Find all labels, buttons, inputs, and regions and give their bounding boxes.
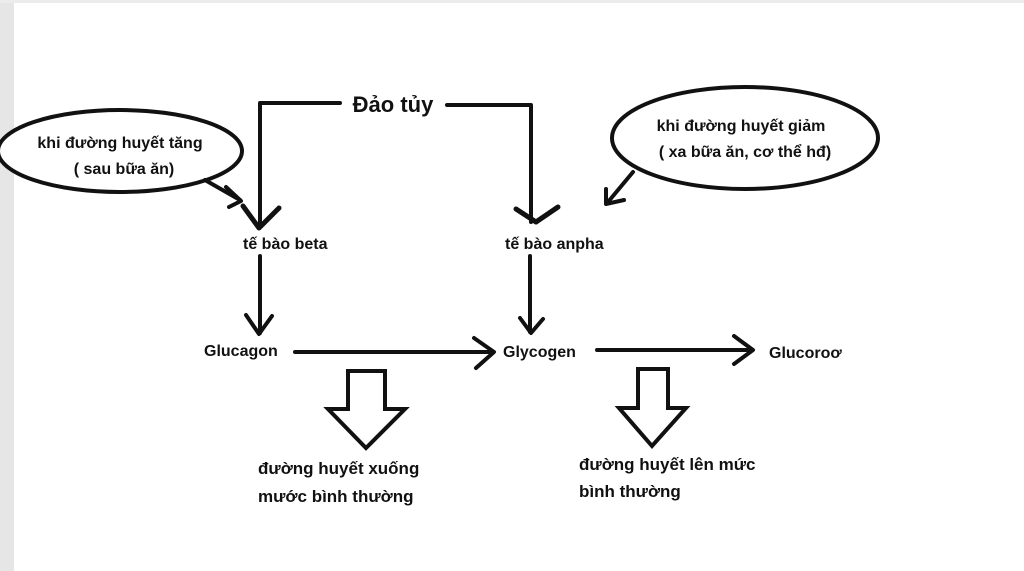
result-right-down-arrow <box>614 367 691 450</box>
result-left-line2: mước bình thường <box>258 487 414 506</box>
bubble-left-outline <box>0 108 244 194</box>
result-left-line1: đường huyết xuống <box>258 459 419 478</box>
bubble-right-line2: ( xa bữa ăn, cơ thể hđ) <box>659 143 831 161</box>
islet-connector-right <box>445 103 561 225</box>
glucagon-to-glycogen-arrow <box>293 336 496 370</box>
top-window-edge <box>0 0 1024 3</box>
glycogen-label: Glycogen <box>503 344 576 361</box>
glucose-label: Glucoroơ <box>769 345 842 362</box>
bubble-right-line1: khi đường huyết giảm <box>657 118 826 135</box>
alpha-to-glycogen-arrow <box>518 254 545 335</box>
bubble-left-pointer-arrow <box>203 178 243 209</box>
glucagon-label: Glucagon <box>204 343 278 360</box>
islet-title: Đảo tủy <box>353 92 434 117</box>
bubble-right-outline <box>610 85 880 191</box>
beta-cell-label: tế bào beta <box>243 236 328 253</box>
bubble-left-line2: ( sau bữa ăn) <box>74 161 175 178</box>
beta-to-glucagon-arrow <box>244 254 274 336</box>
bubble-right-pointer-arrow <box>604 170 635 206</box>
result-right-line1: đường huyết lên mức <box>579 455 756 474</box>
bubble-left-line1: khi đường huyết tăng <box>37 135 202 152</box>
alpha-cell-label: tế bào anpha <box>505 236 604 253</box>
islet-connector-left <box>240 101 342 231</box>
glycogen-to-glucose-arrow <box>595 334 755 366</box>
result-right-line2: bình thường <box>579 482 681 501</box>
result-left-down-arrow <box>323 369 410 451</box>
